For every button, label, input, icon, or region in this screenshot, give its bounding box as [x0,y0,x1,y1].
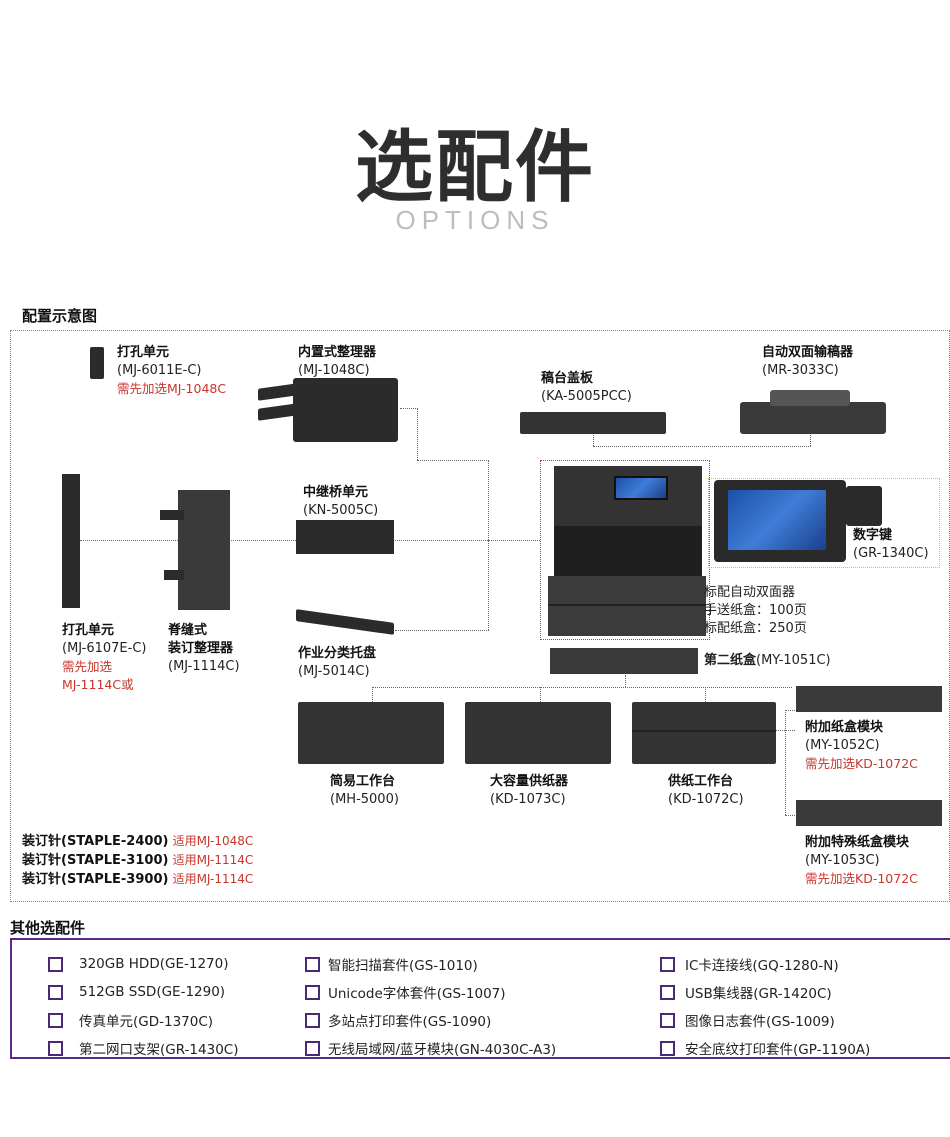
mfp-main-unit-image [548,466,706,636]
label-add-tray-module: 附加纸盒模块 (MY-1052C) 需先加选KD-1072C [805,720,918,771]
other-options-box [10,938,950,1059]
label-paper-feed-pedestal: 供纸工作台 (KD-1072C) [668,774,744,807]
connector-line [625,675,626,687]
page-subtitle: OPTIONS [395,205,555,235]
checkbox[interactable] [48,1012,63,1028]
add-special-tray-module-image [796,800,942,826]
connector-line [593,446,811,447]
checkbox[interactable] [48,956,63,972]
checkbox[interactable] [305,1040,320,1056]
second-tray-image [550,648,698,674]
control-panel-image [714,480,846,562]
checkbox[interactable] [305,984,320,1000]
connector-line [80,540,490,541]
main-unit-highlight [540,460,710,640]
options-column-1: 320GB HDD(GE-1270) 512GB SSD(GE-1290) 传真… [48,950,318,1062]
label-second-tray: 第二纸盒(MY-1051C) [704,653,831,668]
document-feeder-image [740,384,886,434]
connector-line [372,687,792,688]
connector-line [593,433,594,446]
connector-line [785,815,795,816]
option-item[interactable]: 512GB SSD(GE-1290) [48,978,318,1006]
connector-line [395,630,489,631]
options-column-2: 智能扫描套件(GS-1010) Unicode字体套件(GS-1007) 多站点… [305,950,635,1062]
connector-line [785,710,795,711]
option-item[interactable]: 智能扫描套件(GS-1010) [305,950,635,978]
numeric-keypad-image [846,486,882,526]
option-item[interactable]: 安全底纹打印套件(GP-1190A) [660,1034,940,1062]
platen-cover-image [520,412,666,434]
checkbox[interactable] [48,1040,63,1056]
checkbox[interactable] [660,1040,675,1056]
label-hole-punch-unit-2: 打孔单元 (MJ-6107E-C) 需先加选 MJ-1114C或 [62,623,147,692]
keypad-highlight [708,478,940,568]
add-tray-module-image [796,686,942,712]
connector-line [810,433,811,446]
label-add-special-tray-module: 附加特殊纸盒模块 (MY-1053C) 需先加选KD-1072C [805,835,918,886]
options-column-3: IC卡连接线(GQ-1280-N) USB集线器(GR-1420C) 图像日志套… [660,950,940,1062]
label-saddle-stitch-finisher: 脊缝式 装订整理器 (MJ-1114C) [168,623,240,674]
label-bridge-unit: 中继桥单元 (KN-5005C) [303,485,379,518]
option-item[interactable]: IC卡连接线(GQ-1280-N) [660,950,940,978]
label-platen-cover: 稿台盖板 (KA-5005PCC) [541,371,632,404]
other-options-title: 其他选配件 [10,919,86,937]
connector-line [705,687,706,702]
checkbox[interactable] [305,956,320,972]
hole-punch-unit-2-image [62,474,80,608]
option-item[interactable]: 图像日志套件(GS-1009) [660,1006,940,1034]
option-item[interactable]: 多站点打印套件(GS-1090) [305,1006,635,1034]
option-item[interactable]: 传真单元(GD-1370C) [48,1006,318,1034]
staple-item: 装订针(STAPLE-3100) 适用MJ-1114C [22,853,254,868]
option-item[interactable]: USB集线器(GR-1420C) [660,978,940,1006]
option-item[interactable]: 第二网口支架(GR-1430C) [48,1034,318,1062]
option-item[interactable]: 320GB HDD(GE-1270) [48,950,318,978]
simple-stand-image [298,702,444,764]
checkbox[interactable] [660,984,675,1000]
saddle-stitch-finisher-image [160,480,230,610]
label-simple-stand: 简易工作台 (MH-5000) [330,774,399,807]
label-job-separator: 作业分类托盘 (MJ-5014C) [298,646,377,679]
inner-finisher-image [258,378,398,442]
large-capacity-feeder-image [465,702,611,764]
checkbox[interactable] [48,984,63,1000]
diagram-section-title: 配置示意图 [22,307,98,325]
label-large-capacity-feeder: 大容量供纸器 (KD-1073C) [490,774,569,807]
standard-features: 标配自动双面器 手送纸盒：100页 标配纸盒：250页 [704,585,807,636]
option-item[interactable]: Unicode字体套件(GS-1007) [305,978,635,1006]
label-duplex-feeder: 自动双面输稿器 (MR-3033C) [762,345,854,378]
option-item[interactable]: 无线局域网/蓝牙模块(GN-4030C-A3) [305,1034,635,1062]
label-numeric-keypad: 数字键 (GR-1340C) [853,528,929,561]
staples-list: 装订针(STAPLE-2400) 适用MJ-1048C 装订针(STAPLE-3… [22,832,253,889]
page-title: 选配件 [354,123,595,213]
staple-item: 装订针(STAPLE-2400) 适用MJ-1048C [22,834,254,849]
checkbox[interactable] [660,956,675,972]
hole-punch-unit-image [90,347,104,379]
connector-line [372,687,373,702]
checkbox[interactable] [660,1012,675,1028]
paper-feed-pedestal-image [632,702,776,764]
connector-line [488,460,489,630]
label-hole-punch-unit: 打孔单元 (MJ-6011E-C) 需先加选MJ-1048C [117,345,227,396]
label-inner-finisher: 内置式整理器 (MJ-1048C) [298,345,377,378]
connector-line [785,710,786,815]
bridge-unit-image [296,520,394,554]
connector-line [488,540,540,541]
job-separator-tray-image [296,608,394,638]
checkbox[interactable] [305,1012,320,1028]
connector-line [540,687,541,702]
connector-line [417,460,489,461]
connector-line [400,408,418,409]
connector-line [417,408,418,460]
staple-item: 装订针(STAPLE-3900) 适用MJ-1114C [22,872,254,887]
